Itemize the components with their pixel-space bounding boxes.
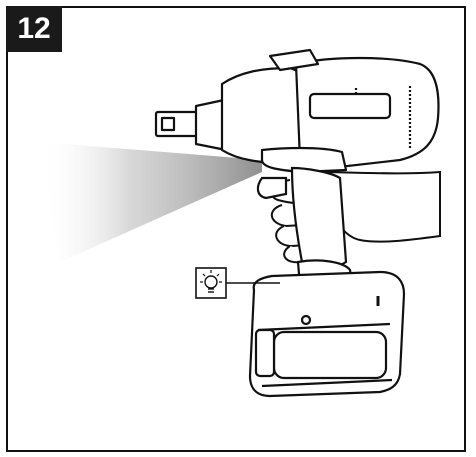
wrench-body	[154, 48, 440, 174]
light-beam	[40, 142, 262, 262]
light-bulb-icon	[195, 267, 280, 299]
wrench-grip	[256, 166, 348, 270]
battery-pack	[248, 259, 406, 398]
step-number-badge: 12	[6, 6, 62, 52]
